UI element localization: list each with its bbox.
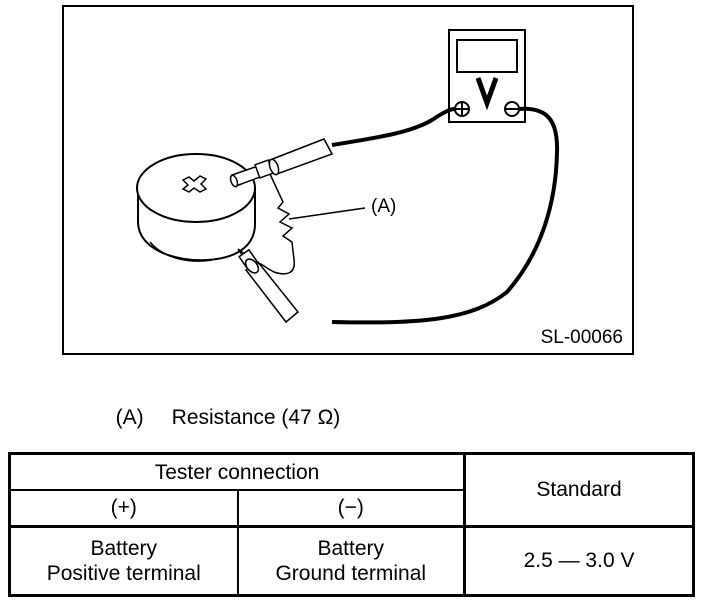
- callout-label-a: (A): [371, 196, 397, 217]
- cell-negative-connection: Battery Ground terminal: [236, 524, 467, 598]
- cell-standard-value: 2.5 — 3.0 V: [463, 524, 696, 598]
- legend-text: Resistance (47 Ω): [171, 406, 341, 429]
- positive-terminal-icon: [454, 101, 470, 117]
- cell-positive-line-2: Positive terminal: [46, 561, 201, 585]
- cell-positive-connection: Battery Positive terminal: [8, 524, 239, 598]
- cell-negative-line-2: Ground terminal: [275, 561, 427, 585]
- illustration-figure: (A) SL-00066: [62, 5, 634, 355]
- voltmeter-test-diagram: [136, 29, 560, 325]
- legend-key: (A): [115, 406, 144, 429]
- sensor-unit: [136, 153, 256, 262]
- table-row: Battery Positive terminal Battery Ground…: [8, 524, 696, 598]
- cell-positive-line-1: Battery: [90, 536, 158, 560]
- resistor-a: [257, 173, 366, 275]
- voltmeter: [448, 29, 526, 123]
- callout-leader-line: [288, 207, 366, 220]
- table-subheader-row: (+) (−): [8, 489, 694, 528]
- header-positive: (+): [8, 489, 239, 528]
- volt-unit-icon: [475, 77, 499, 111]
- negative-terminal-icon: [504, 101, 520, 117]
- voltmeter-display: [456, 39, 518, 73]
- cross-marking-icon: [181, 175, 208, 193]
- negative-probe: [237, 248, 300, 324]
- header-standard: Standard: [463, 452, 696, 528]
- figure-id-label: SL-00066: [540, 327, 623, 348]
- header-negative: (−): [236, 489, 467, 528]
- negative-lead-cable: [331, 106, 560, 325]
- table-header-row: Tester connection Standard: [7, 452, 696, 528]
- positive-probe: [229, 138, 334, 188]
- cell-negative-line-1: Battery: [317, 536, 385, 560]
- tester-connection-table: Tester connection Standard (+) (−) Batte…: [7, 452, 696, 598]
- positive-lead-cable: [331, 107, 456, 147]
- legend: (A) Resistance (47 Ω): [104, 382, 341, 430]
- header-tester-connection: Tester connection: [7, 452, 467, 492]
